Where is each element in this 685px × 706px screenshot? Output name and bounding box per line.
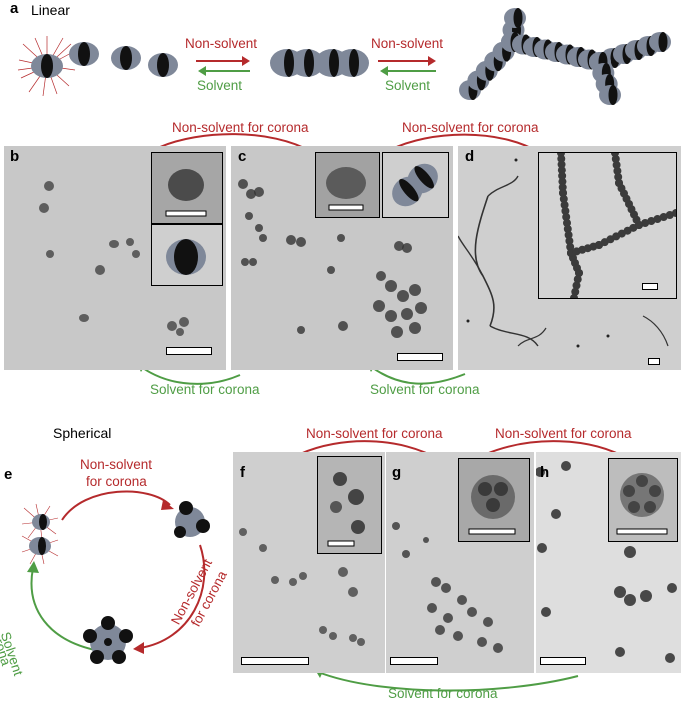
- panel-label-a: a: [10, 0, 19, 17]
- corona-particle: [17, 36, 76, 97]
- panel-f-micrograph: [233, 452, 385, 673]
- panel-h-scalebar: [540, 657, 586, 665]
- panel-b-inset-tem: [151, 152, 223, 224]
- panel-d-scalebar: [648, 358, 660, 365]
- label-a-solvent-1: Solvent: [197, 78, 243, 93]
- single-particle-1: [69, 42, 99, 66]
- panel-a-illustration: [17, 8, 671, 105]
- panel-label-b: b: [10, 148, 20, 165]
- single-particle-3: [148, 53, 178, 77]
- label-e-top-2: for corona: [86, 474, 147, 489]
- label-e-top-1: Non-solvent: [80, 457, 153, 472]
- single-particle-2: [111, 46, 141, 70]
- label-hf-solvent-corona: Solvent for corona: [388, 686, 498, 701]
- trimer-cluster: [174, 501, 210, 538]
- panel-label-g: g: [392, 464, 402, 481]
- panel-h-micrograph: [536, 452, 681, 673]
- panel-f-scalebar: [241, 657, 309, 665]
- dimer-2: [315, 49, 369, 77]
- panel-c-scalebar: [397, 353, 443, 361]
- label-cb-solvent-corona: Solvent for corona: [150, 382, 260, 397]
- label-cd-nonsolvent-corona: Non-solvent for corona: [402, 120, 539, 135]
- section-title-spherical: Spherical: [53, 425, 112, 441]
- panel-c-inset-tem: [315, 152, 380, 218]
- label-a-solvent-2: Solvent: [385, 78, 431, 93]
- panel-h-inset: [608, 458, 678, 542]
- panel-g-micrograph: [386, 452, 534, 673]
- label-bc-nonsolvent-corona: Non-solvent for corona: [172, 120, 309, 135]
- panel-c-micrograph: [231, 146, 453, 370]
- panel-f-inset: [317, 456, 382, 554]
- label-fg-nonsolvent-corona: Non-solvent for corona: [306, 426, 443, 441]
- label-gh-nonsolvent-corona: Non-solvent for corona: [495, 426, 632, 441]
- dimer-1: [270, 49, 324, 77]
- arrow-pair-1: [196, 56, 250, 76]
- panel-d-micrograph: [458, 146, 681, 370]
- panel-label-c: c: [238, 148, 247, 165]
- label-a-nonsolvent-2: Non-solvent: [371, 36, 444, 51]
- panel-label-d: d: [465, 148, 475, 165]
- panel-g-scalebar: [390, 657, 438, 665]
- label-dc-solvent-corona: Solvent for corona: [370, 382, 480, 397]
- panel-c-inset-model: [382, 152, 449, 218]
- panel-d-inset-chains: [538, 152, 677, 299]
- panel-b-inset-model: [151, 224, 223, 286]
- section-title-linear: Linear: [31, 2, 70, 18]
- pentamer-cluster: [83, 616, 133, 664]
- panel-label-f: f: [240, 464, 245, 481]
- panel-b-scalebar: [166, 347, 212, 355]
- arrow-pair-2: [378, 56, 436, 76]
- branched-chain: [459, 8, 671, 105]
- panel-g-inset: [458, 458, 530, 542]
- panel-label-h: h: [540, 464, 550, 481]
- panel-b-micrograph: [4, 146, 226, 370]
- panel-d-inset-scalebar: [642, 283, 658, 290]
- panel-label-e: e: [4, 466, 13, 483]
- label-a-nonsolvent-1: Non-solvent: [185, 36, 258, 51]
